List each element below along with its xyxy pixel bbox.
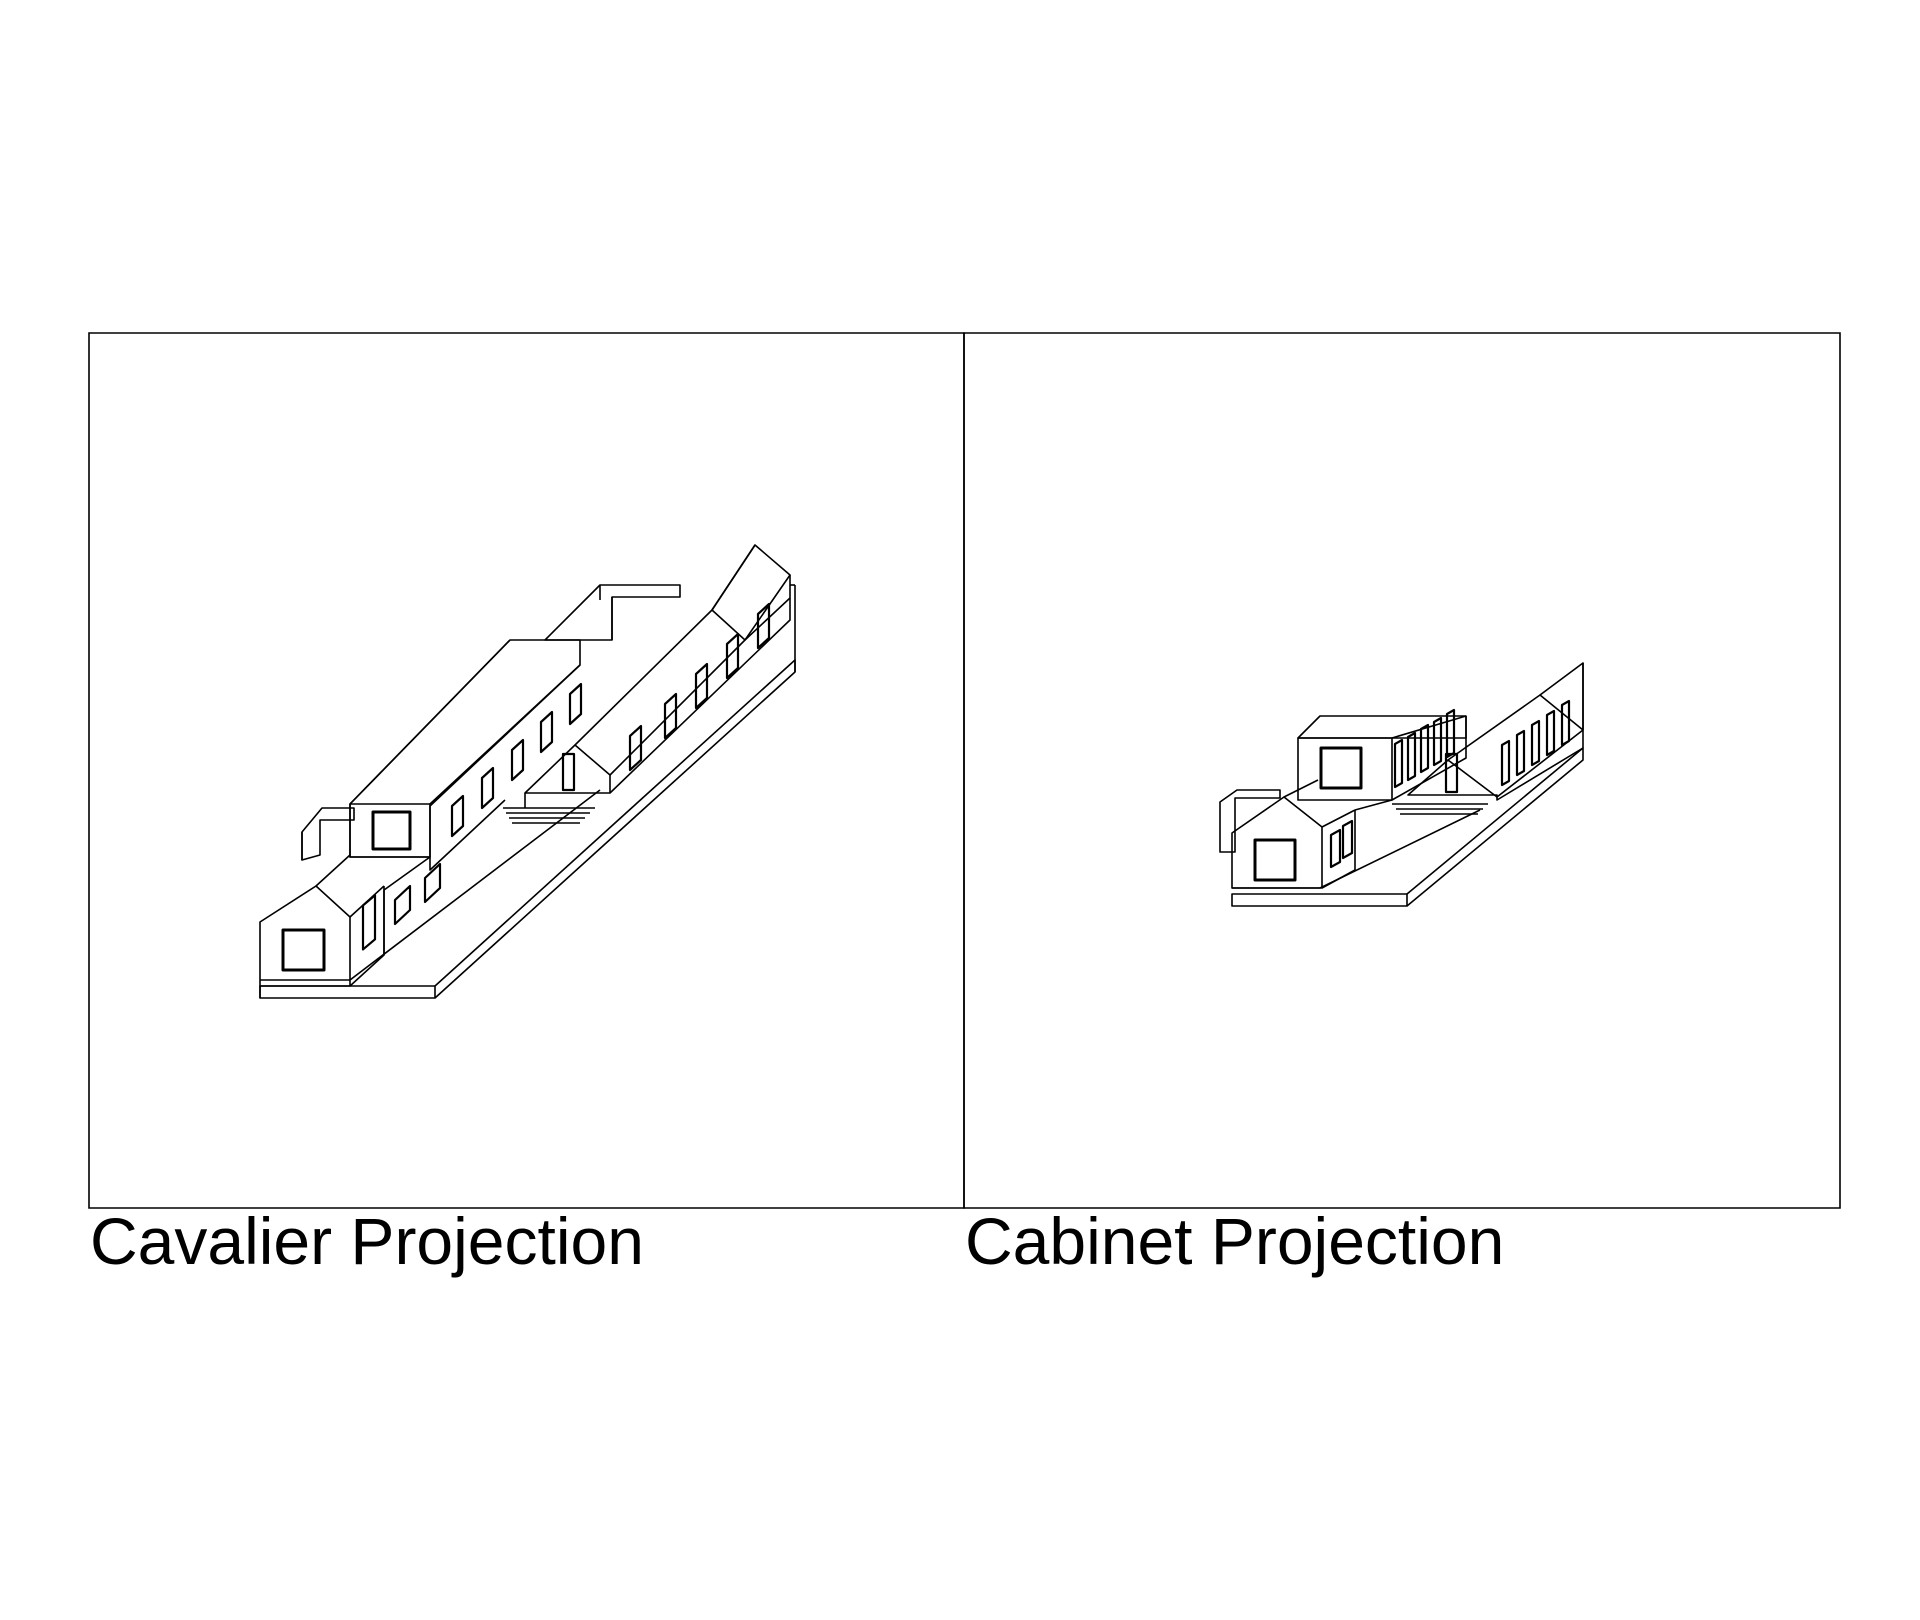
panel-frame-cavalier (89, 333, 964, 1208)
cavalier-building-drawing (260, 545, 795, 998)
caption-cabinet-projection: Cabinet Projection (965, 1204, 1505, 1278)
cabinet-building-drawing (1220, 663, 1583, 906)
caption-cavalier-projection: Cavalier Projection (90, 1204, 644, 1278)
panel-frame-cabinet (964, 333, 1840, 1208)
